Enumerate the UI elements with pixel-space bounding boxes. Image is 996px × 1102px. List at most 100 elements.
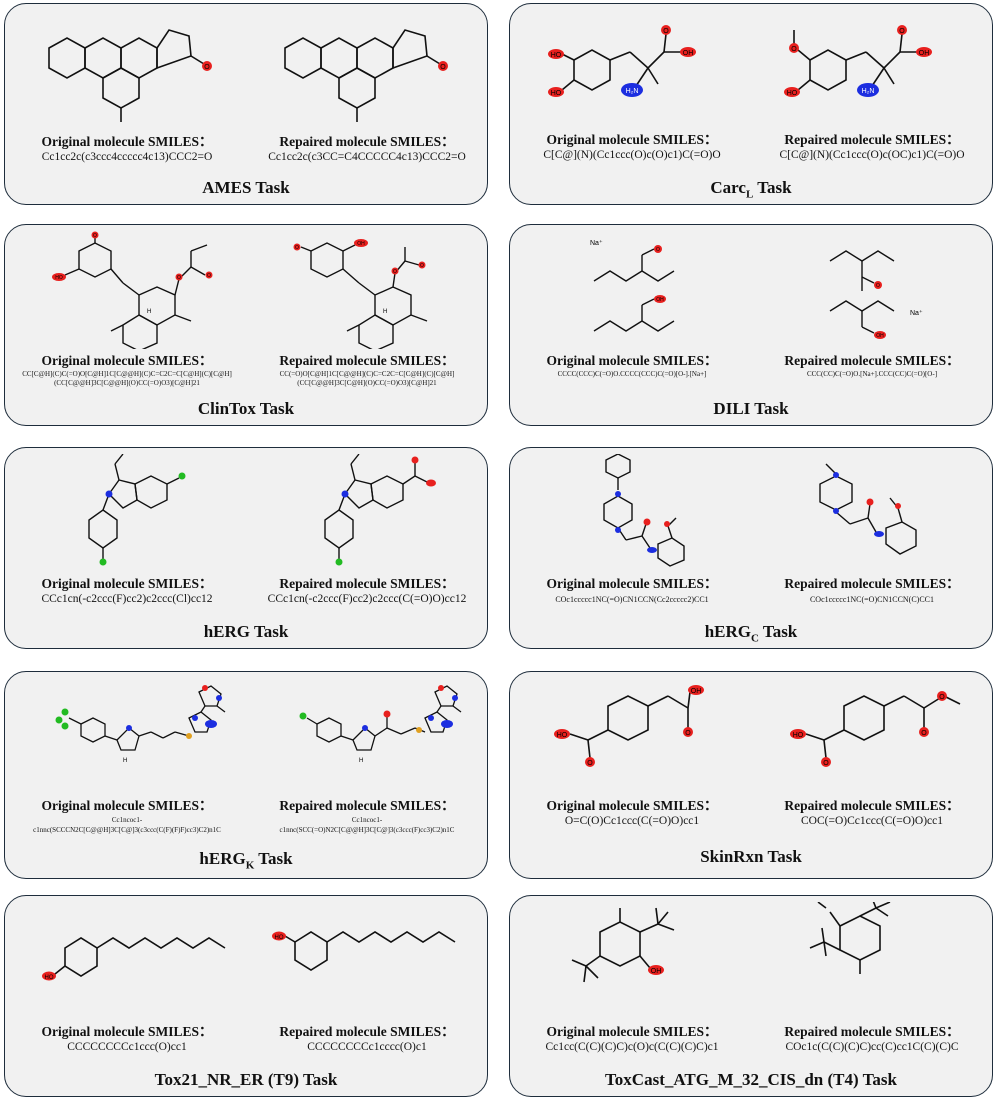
original-smiles: O=C(O)Cc1ccc(C(=O)O)cc1 [564, 815, 700, 827]
original-smiles: C[C@](N)(Cc1ccc(O)c(O)c1)C(=O)O [543, 149, 721, 161]
svg-text:H₂N: H₂N [862, 88, 875, 95]
svg-text:O: O [899, 28, 905, 35]
svg-text:Na⁺: Na⁺ [590, 239, 603, 247]
original-smiles-label: Original molecule SMILES： [41, 134, 213, 149]
repaired-smiles: CCc1cn(-c2ccc(F)cc2)c2ccc(C(=O)O)cc12 [267, 593, 467, 605]
panel-title: AMES Task [202, 178, 290, 197]
original-smiles: COc1ccccc1NC(=O)CN1CCN(Cc2ccccc2)CC1 [555, 595, 709, 604]
panel-dili: Na⁺ O OH O OH Na⁺ Original molecule SMIL… [509, 224, 993, 426]
svg-text:OH: OH [357, 241, 365, 247]
panel-herg: Original molecule SMILES： Repaired molec… [4, 447, 488, 649]
panel-title: hERG Task [203, 622, 289, 641]
original-smiles-label: Original molecule SMILES： [41, 1024, 213, 1039]
svg-text:O: O [921, 730, 927, 737]
original-smiles: Cc1cc2c(c3ccc4ccccc4c13)CCC2=O [41, 151, 213, 163]
repaired-smiles-label: Repaired molecule SMILES： [279, 134, 455, 149]
svg-text:H: H [123, 758, 127, 764]
repaired-smiles: COC(=O)Cc1ccc(C(=O)O)cc1 [801, 815, 943, 827]
repaired-smiles-label: Repaired molecule SMILES： [279, 576, 455, 591]
molecule-original [88, 454, 186, 566]
original-smiles: CCc1cn(-c2ccc(F)cc2)c2ccc(Cl)cc12 [41, 593, 213, 605]
original-smiles-prefix: Cc1ncoc1- [111, 816, 143, 824]
molecule-repaired: HO [272, 931, 456, 971]
repaired-smiles-label: Repaired molecule SMILES： [784, 798, 960, 813]
repaired-smiles-label: Repaired molecule SMILES： [784, 576, 960, 591]
molecule-repaired [809, 902, 891, 974]
original-smiles-label: Original molecule SMILES： [41, 576, 213, 591]
svg-text:Na⁺: Na⁺ [910, 309, 923, 317]
panel-title: ToxCast_ATG_M_32_CIS_dn (T4) Task [605, 1070, 897, 1089]
svg-text:HO: HO [275, 935, 284, 941]
svg-text:H₂N: H₂N [626, 88, 639, 95]
molecule-repaired [324, 454, 436, 566]
panel-clintox: HO O O O H OH O O O H Original molecule … [4, 224, 488, 426]
panel-title: Tox21_NR_ER (T9) Task [154, 1070, 338, 1089]
svg-text:H: H [147, 309, 151, 315]
svg-text:HO: HO [557, 732, 568, 739]
svg-text:O: O [207, 273, 211, 279]
original-smiles: CC[C@H](C)C(=O)O[C@H]1C[C@@H](C)C=C2C=C[… [22, 370, 232, 387]
molecule-repaired: O HO O OH H₂N [784, 25, 932, 97]
svg-text:O: O [204, 64, 210, 71]
svg-text:O: O [656, 247, 660, 253]
panel-ames: O O Original molecule SMILES： Repaired m… [4, 3, 488, 205]
svg-text:OH: OH [683, 50, 694, 57]
svg-text:HO: HO [55, 275, 63, 281]
panel-tox21: HO HO Original molecule SMILES： Repaired… [4, 895, 488, 1097]
original-smiles-label: Original molecule SMILES： [41, 353, 213, 368]
molecule-repaired: O [284, 29, 448, 122]
original-smiles-label: Original molecule SMILES： [546, 798, 718, 813]
original-smiles: CCCC(CCC)C(=O)O.CCCC(CCC)C(=O)[O-].[Na+] [557, 370, 707, 378]
repaired-smiles: CCC(CC)C(=O)O.[Na+].CCC(CC)C(=O)[O-] [806, 370, 938, 378]
panel-herg-c: Original molecule SMILES： Repaired molec… [509, 447, 993, 649]
original-smiles-label: Original molecule SMILES： [546, 1024, 718, 1039]
molecule-original: HO O O O H [52, 231, 213, 349]
svg-text:OH: OH [919, 50, 930, 57]
molecule-original: O [48, 29, 212, 122]
svg-text:O: O [791, 46, 797, 53]
svg-text:H: H [383, 309, 387, 315]
molecule-original: H [55, 685, 226, 764]
svg-text:O: O [295, 245, 299, 251]
repaired-smiles-label: Repaired molecule SMILES： [784, 353, 960, 368]
molecule-original [603, 454, 685, 567]
molecule-repaired: O OH Na⁺ [829, 250, 923, 339]
repaired-smiles: C[C@](N)(Cc1ccc(O)c(OC)c1)C(=O)O [779, 149, 965, 161]
molecule-repaired [819, 463, 917, 555]
svg-text:HO: HO [787, 90, 798, 97]
molecule-original: Na⁺ O OH [590, 239, 675, 332]
svg-text:OH: OH [876, 333, 884, 339]
svg-text:HO: HO [551, 52, 562, 59]
svg-text:O: O [93, 233, 97, 239]
svg-text:O: O [587, 760, 593, 767]
original-smiles-label: Original molecule SMILES： [41, 798, 213, 813]
panel-title: DILI Task [713, 399, 789, 418]
molecule-original: OH [571, 907, 675, 983]
repaired-smiles: COc1ccccc1NC(=O)CN1CCN(C)CC1 [809, 595, 935, 604]
repaired-smiles-prefix: Cc1ncoc1- [351, 816, 383, 824]
molecule-repaired: H [299, 685, 462, 764]
original-smiles: CCCCCCCCc1ccc(O)cc1 [67, 1041, 187, 1053]
svg-text:HO: HO [45, 975, 54, 981]
panel-title: SkinRxn Task [700, 847, 802, 866]
repaired-smiles: Cc1cc2c(c3CC=C4CCCCC4c13)CCC2=O [268, 151, 466, 163]
svg-text:OH: OH [651, 968, 662, 975]
molecule-original: HO HO O OH H₂N [548, 25, 696, 97]
original-smiles: Cc1cc(C(C)(C)C)c(O)c(C(C)(C)C)c1 [545, 1041, 719, 1053]
molecule-original: OH O HO O [554, 685, 704, 767]
svg-text:O: O [177, 275, 181, 281]
svg-text:OH: OH [656, 297, 664, 303]
original-smiles: c1nnc(SCCCN2C[C@@H]3C[C@]3(c3ccc(C(F)(F)… [33, 826, 221, 834]
panel-carc: HO HO O OH H₂N O HO O OH H₂N Original mo… [509, 3, 993, 205]
original-smiles-label: Original molecule SMILES： [546, 132, 718, 147]
panel-herg-k: H H Original molecule SMILES： Repaired m… [4, 671, 488, 879]
molecule-repaired: OH O O O H [293, 239, 428, 349]
panel-title: ClinTox Task [197, 399, 295, 418]
svg-text:O: O [685, 730, 691, 737]
svg-text:H: H [359, 758, 363, 764]
molecule-repaired: O O HO O [790, 691, 961, 767]
panel-toxcast: OH Original molecule SMILES： Repaired mo… [509, 895, 993, 1097]
original-smiles-label: Original molecule SMILES： [546, 576, 718, 591]
svg-text:O: O [939, 694, 945, 701]
svg-text:HO: HO [551, 90, 562, 97]
